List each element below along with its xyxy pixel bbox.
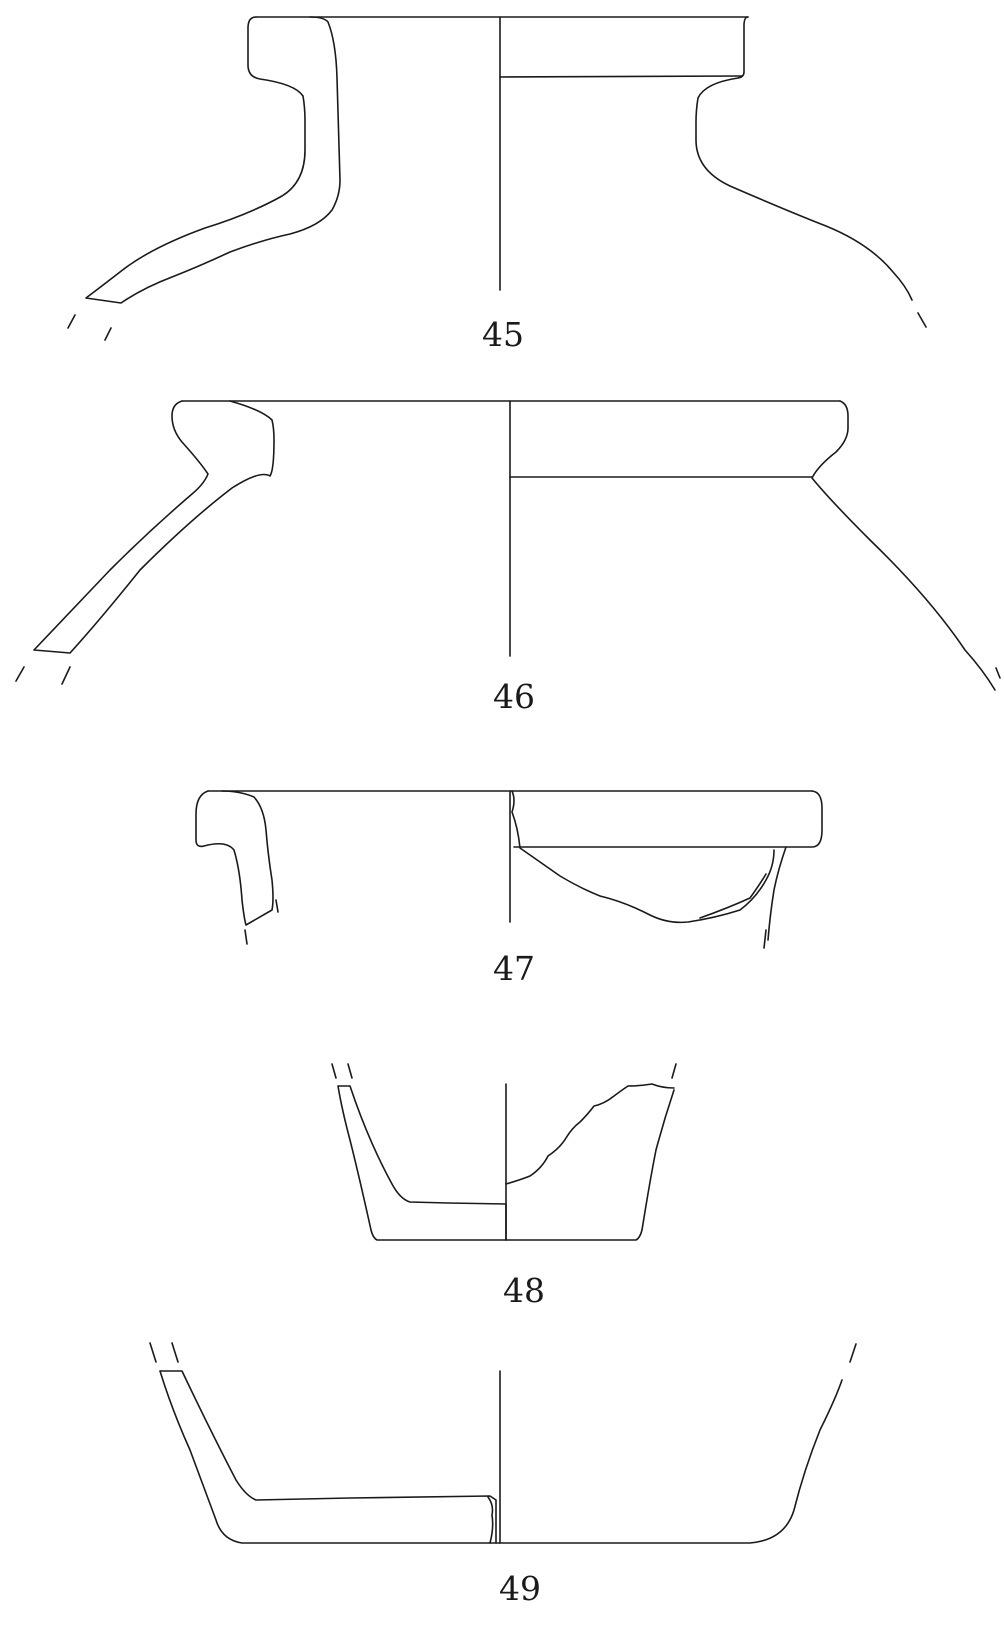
vessel-49-drawing: 49 bbox=[149, 1342, 857, 1608]
vessel-48-number: 48 bbox=[503, 1271, 545, 1310]
vessel-47-number: 47 bbox=[493, 949, 535, 988]
vessel-45-number: 45 bbox=[482, 315, 524, 354]
vessel-49-number: 49 bbox=[499, 1569, 541, 1608]
vessel-46-number: 46 bbox=[493, 677, 535, 716]
vessel-45-break-marks bbox=[67, 312, 927, 341]
vessel-48-break-marks bbox=[331, 1063, 677, 1079]
vessel-49-break-marks bbox=[149, 1342, 857, 1363]
vessel-46-exterior-outline bbox=[811, 400, 996, 691]
vessel-45-drawing: 45 bbox=[67, 16, 927, 354]
vessel-46-break-marks bbox=[15, 666, 1001, 685]
vessel-48-exterior-outline bbox=[505, 1089, 675, 1241]
vessel-47-break-edge bbox=[511, 790, 775, 924]
vessel-47-drawing: 47 bbox=[195, 790, 823, 988]
vessel-48-break-edge bbox=[505, 1083, 675, 1185]
vessel-49-exterior-outline bbox=[495, 1379, 843, 1544]
vessel-46-drawing: 46 bbox=[15, 400, 1001, 716]
vessel-45-rim-band bbox=[499, 75, 743, 78]
vessel-47-break-marks bbox=[244, 899, 767, 949]
vessel-48-profile-section bbox=[337, 1085, 507, 1241]
vessel-48-drawing: 48 bbox=[331, 1063, 677, 1310]
vessel-45-exterior-outline bbox=[695, 16, 913, 301]
vessel-47-exterior-outline bbox=[767, 790, 823, 941]
vessel-47-profile-section bbox=[195, 790, 274, 926]
vessel-45-profile-section bbox=[85, 16, 341, 304]
vessel-47-break-edge-inner bbox=[699, 873, 767, 919]
vessel-49-base-joint bbox=[487, 1496, 494, 1544]
vessel-46-profile-section bbox=[33, 400, 275, 654]
vessel-49-profile-section bbox=[159, 1370, 497, 1544]
